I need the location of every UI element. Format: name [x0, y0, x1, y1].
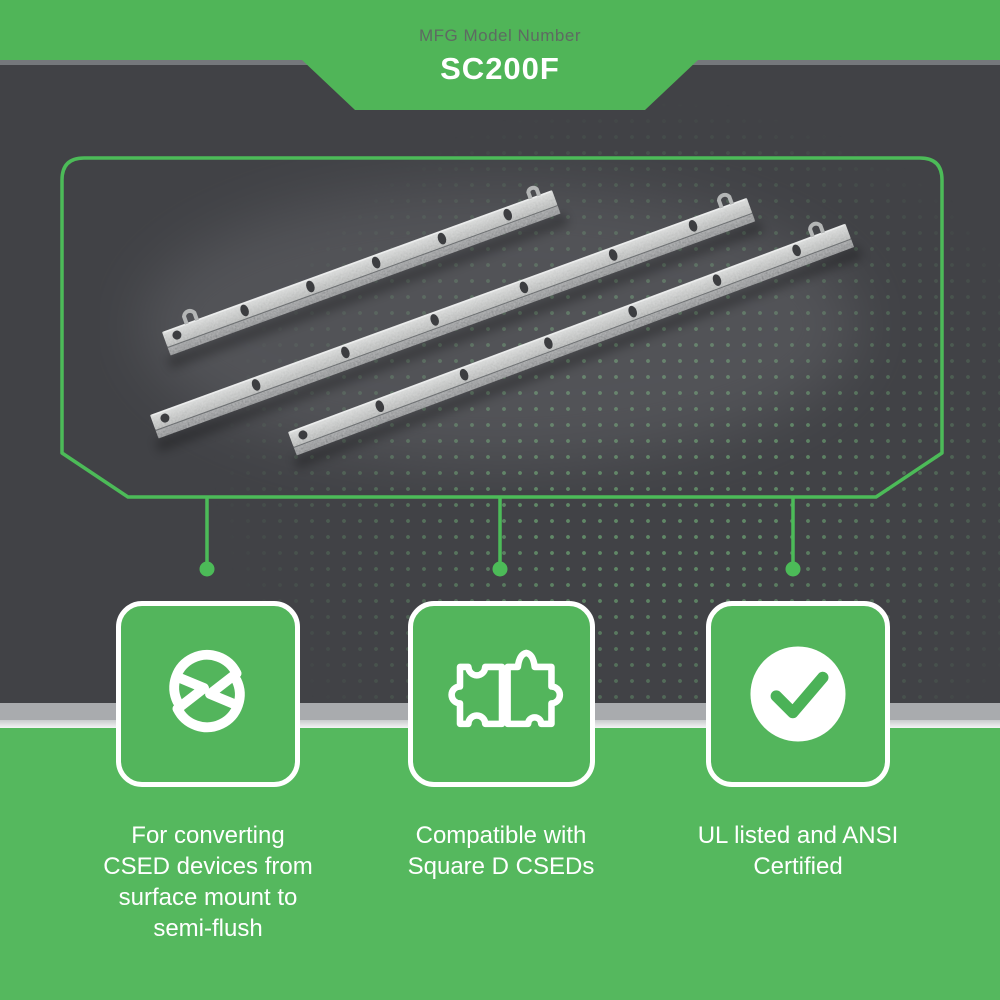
feature-card-compatibility [408, 601, 595, 787]
feature-text-compatibility: Compatible with Square D CSEDs [407, 822, 595, 880]
feature-text-convert: For converting CSED devices from surface… [103, 822, 313, 942]
bracket-bar [162, 185, 569, 370]
bracket-bar [288, 221, 863, 469]
hero-frame [60, 156, 944, 577]
convert-arrows-icon [169, 649, 245, 733]
model-number: SC200F [440, 51, 560, 86]
connector-lines [205, 497, 795, 562]
puzzle-pieces-icon [447, 649, 563, 728]
model-banner-label: MFG Model Number [419, 26, 581, 45]
model-banner: MFG Model Number SC200F [295, 0, 705, 110]
bracket-bar [150, 192, 764, 453]
connector-dots [199, 561, 801, 577]
hero-frame-outline [60, 156, 944, 499]
check-circle-icon [750, 646, 846, 742]
product-photo [140, 185, 863, 469]
feature-card-certified [706, 601, 890, 787]
feature-text-certified: UL listed and ANSI Certified [697, 822, 899, 880]
feature-card-convert [116, 601, 300, 787]
